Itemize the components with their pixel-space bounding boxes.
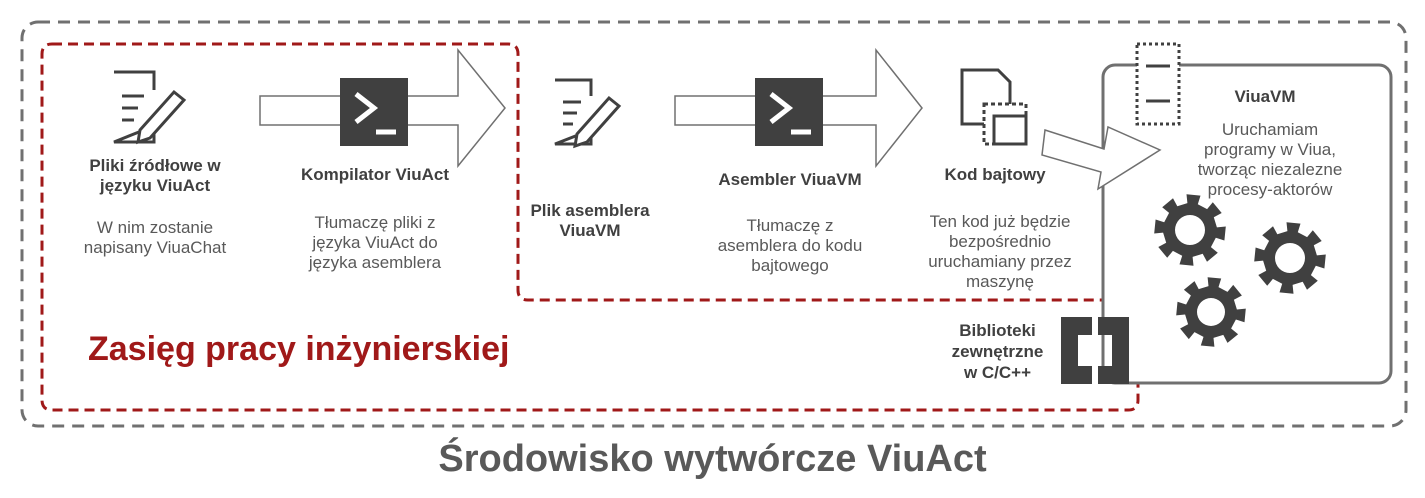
viuavm-box [1101,63,1393,385]
step-title-bytecode: Kod bajtowy [944,165,1046,184]
environment-boundary [20,20,1408,428]
document-edit-icon [113,70,187,145]
viuavm-description: Uruchamiam programy w Viua, tworząc niez… [1197,120,1343,199]
terminal-icon [340,78,408,146]
libraries-label: Biblioteki zewnętrzne w C/C++ [951,321,1044,382]
step-title-source-files: Pliki źródłowe w języku ViuAct [89,156,221,195]
arrow-execute [1041,125,1162,191]
engineering-scope-boundary [40,42,1140,412]
viuavm-title: ViuaVM [1234,87,1296,106]
gears-icon [1154,194,1326,347]
diagram-title: Środowisko wytwórcze ViuAct [438,438,987,480]
step-title-assembler-file: Plik asemblera ViuaVM [530,201,650,240]
gear-icon [1154,194,1226,266]
bytecode-file-icon [960,68,1028,146]
document-edit-icon [554,78,622,149]
memory-stack-icon [1135,42,1181,126]
engineering-scope-label: Zasięg pracy inżynierskiej [88,330,510,368]
terminal-icon [755,78,823,146]
gear-icon [1176,277,1246,347]
step-description-bytecode: Ten kod już będzie bezpośrednio uruchami… [928,212,1072,291]
library-bracket-icon [1061,317,1129,384]
step-title-assembler: Asembler ViuaVM [718,170,862,189]
gear-icon [1254,222,1326,294]
step-description-assembler: Tłumaczę z asemblera do kodu bajtowego [717,216,863,275]
step-description-source-files: W nim zostanie napisany ViuaChat [83,218,227,257]
step-title-compiler: Kompilator ViuAct [301,165,449,184]
step-description-compiler: Tłumaczę pliki z języka ViuAct do języka… [308,213,442,272]
